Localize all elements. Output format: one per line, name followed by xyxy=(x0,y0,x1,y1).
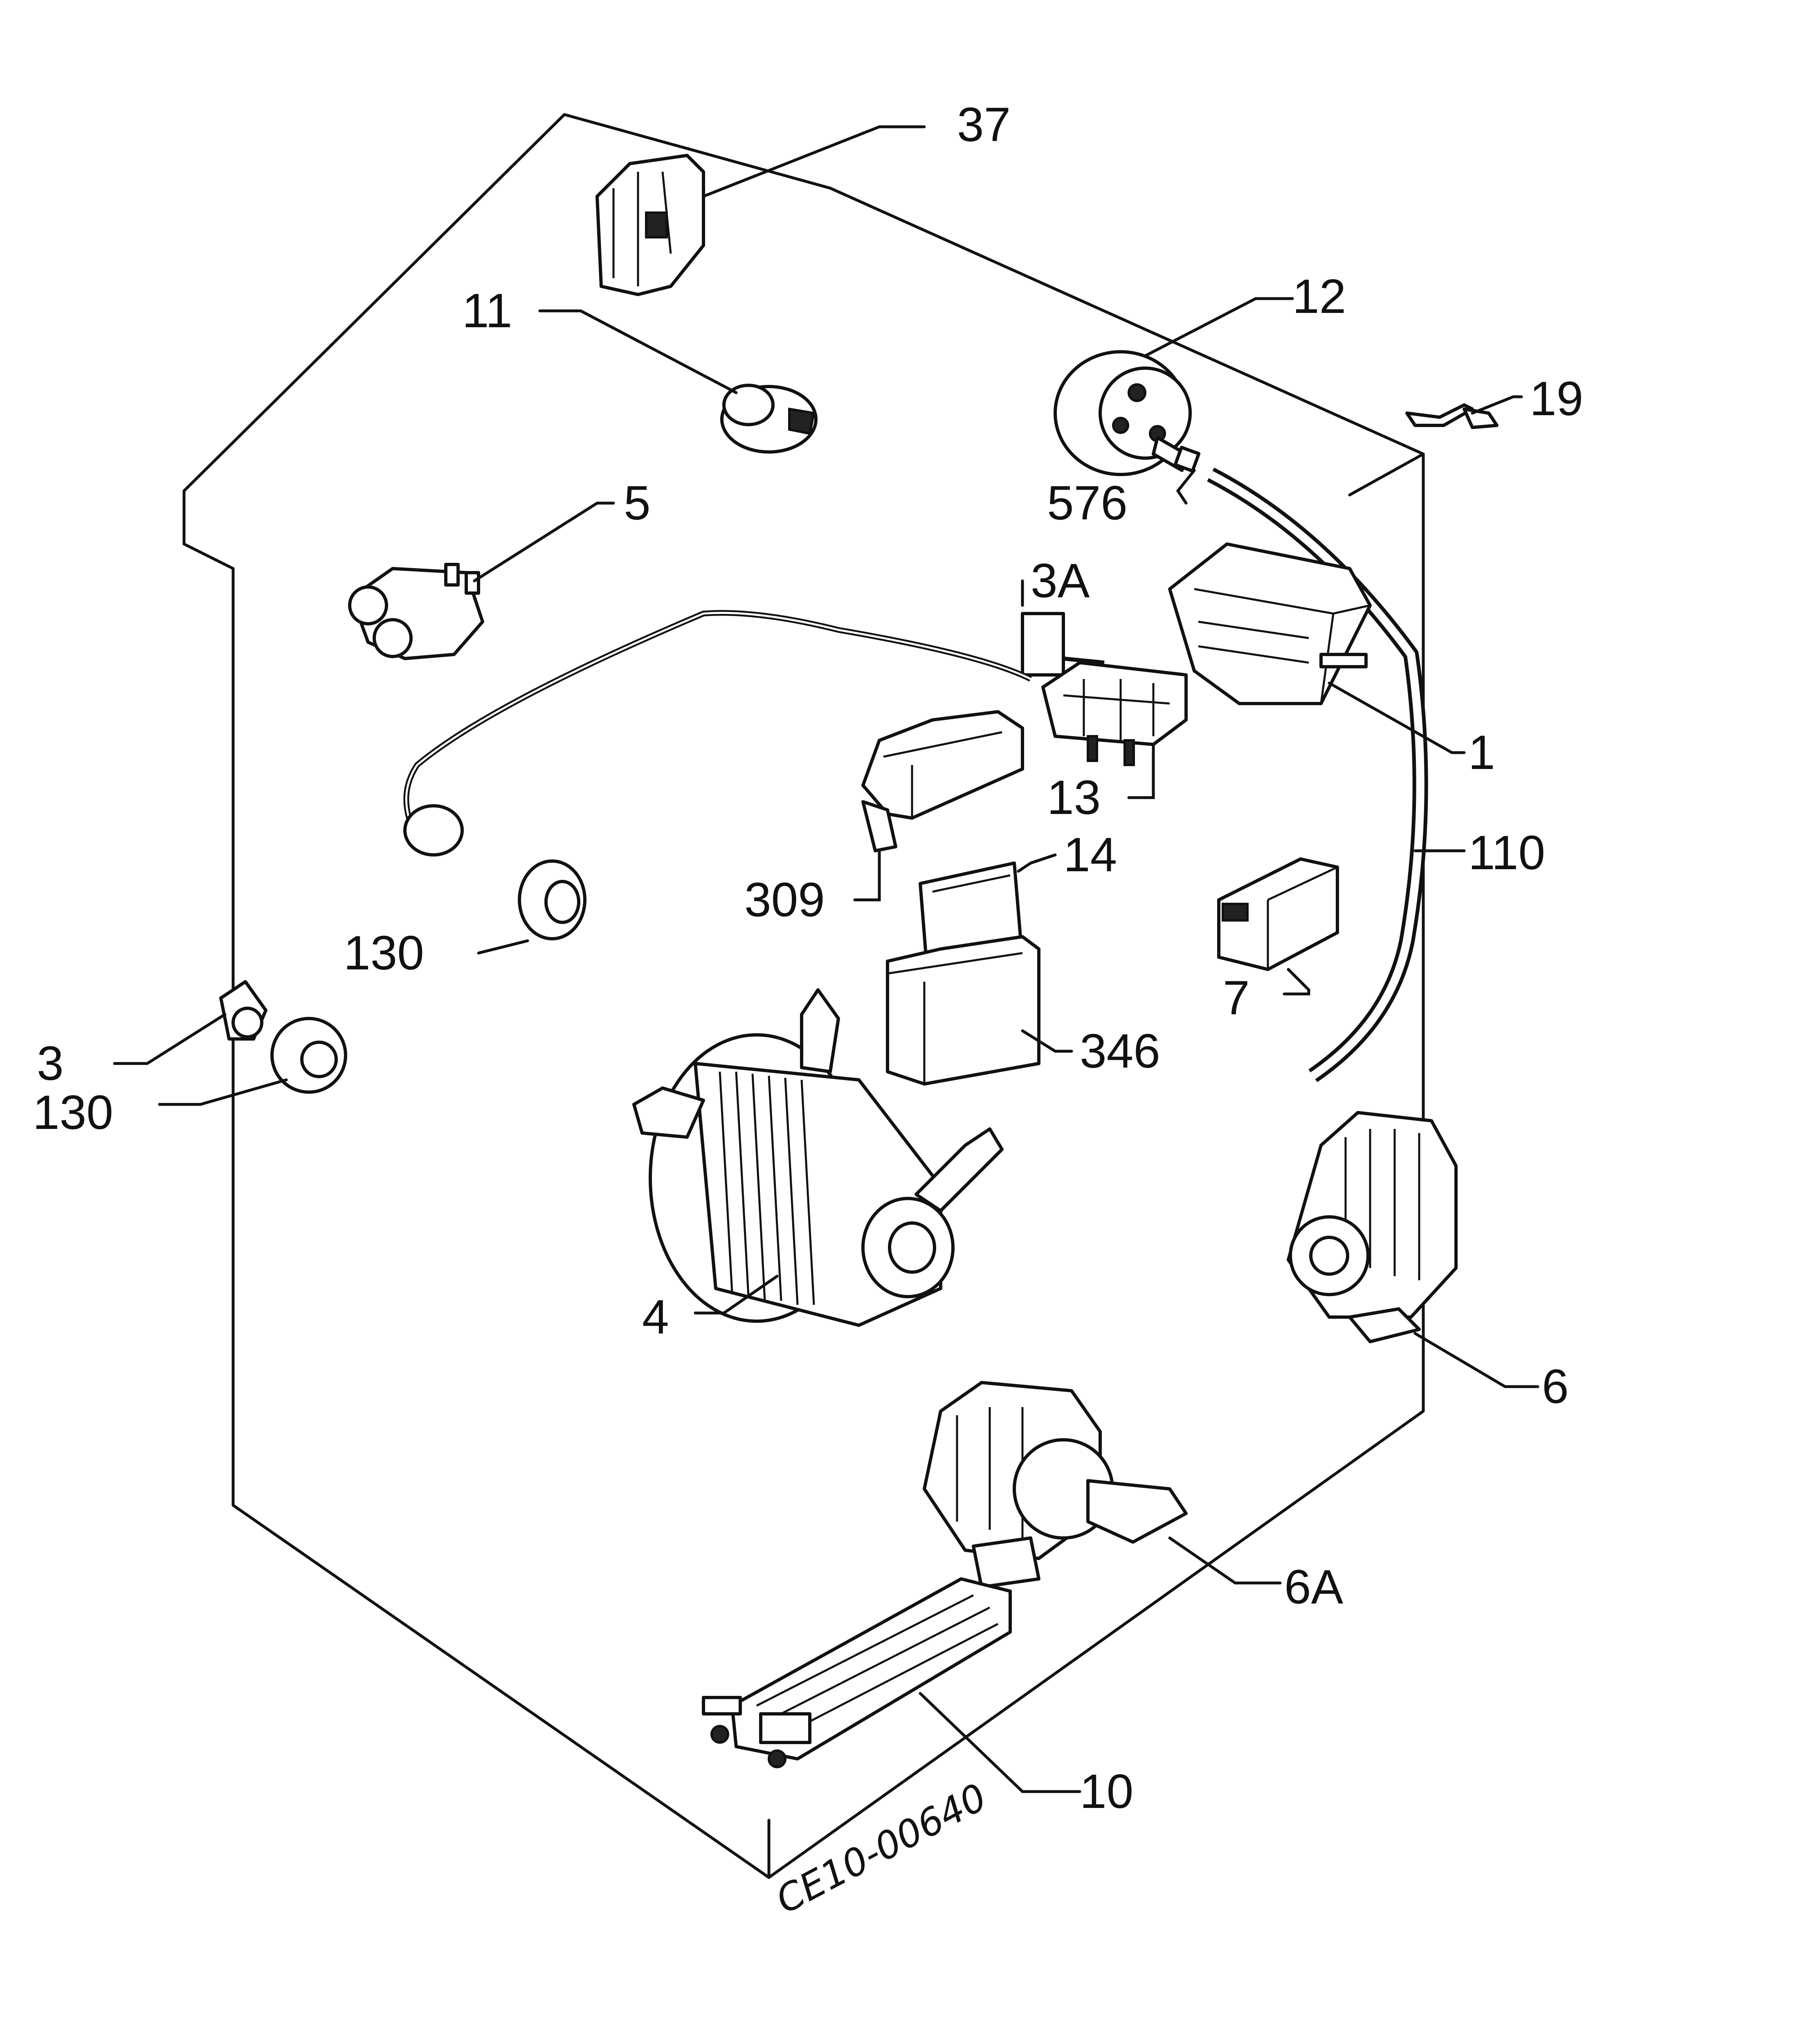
callout-130-lower: 130 xyxy=(33,1086,113,1140)
part-10-heating-element xyxy=(702,1577,1012,1768)
part-37-door-lock xyxy=(595,154,705,296)
callout-5: 5 xyxy=(624,476,651,530)
part-130-grommet-lower xyxy=(270,1017,347,1094)
leader-lines xyxy=(113,125,1539,1793)
callout-10: 10 xyxy=(1080,1765,1133,1819)
callout-130-upper: 130 xyxy=(344,926,424,980)
callout-12: 12 xyxy=(1292,270,1346,324)
part-110-hose xyxy=(1207,468,1428,1082)
callout-1: 1 xyxy=(1468,726,1495,780)
part-1-timer xyxy=(1168,542,1372,705)
part-11-capacitor xyxy=(720,384,818,454)
part-7-suppressor xyxy=(1217,857,1339,971)
part-3a-thermostat xyxy=(403,610,1105,857)
part-6-drain-pump xyxy=(1287,1111,1458,1343)
callout-110: 110 xyxy=(1468,826,1545,880)
callout-11: 11 xyxy=(462,284,512,338)
callout-6a: 6A xyxy=(1284,1560,1344,1614)
callout-576: 576 xyxy=(1047,476,1128,530)
part-13-selector-switch xyxy=(1041,661,1188,766)
cabinet-outline xyxy=(182,113,1425,1879)
callout-37: 37 xyxy=(957,98,1011,152)
callout-3: 3 xyxy=(37,1036,64,1090)
part-12-pressure-switch xyxy=(1054,350,1192,476)
part-130-grommet-upper xyxy=(518,859,586,940)
callout-346: 346 xyxy=(1080,1024,1160,1078)
callout-6: 6 xyxy=(1542,1360,1569,1414)
callout-labels: 37 11 12 19 576 5 3A 1 13 14 110 309 130… xyxy=(33,98,1583,1819)
callout-4: 4 xyxy=(642,1290,669,1344)
part-4-motor xyxy=(632,988,1004,1327)
callout-19: 19 xyxy=(1530,372,1583,426)
callout-309: 309 xyxy=(744,873,825,927)
part-576-fitting xyxy=(1173,445,1201,473)
part-3-thermostat xyxy=(219,980,267,1041)
callout-13: 13 xyxy=(1047,771,1101,825)
callout-14: 14 xyxy=(1063,828,1117,882)
callout-7: 7 xyxy=(1223,971,1250,1025)
part-6a-drain-pump xyxy=(923,1381,1188,1589)
callout-3a: 3A xyxy=(1031,554,1090,608)
part-5-water-valve xyxy=(348,563,484,660)
part-309-cover xyxy=(861,710,1024,852)
part-346-module-box xyxy=(886,935,1040,1086)
